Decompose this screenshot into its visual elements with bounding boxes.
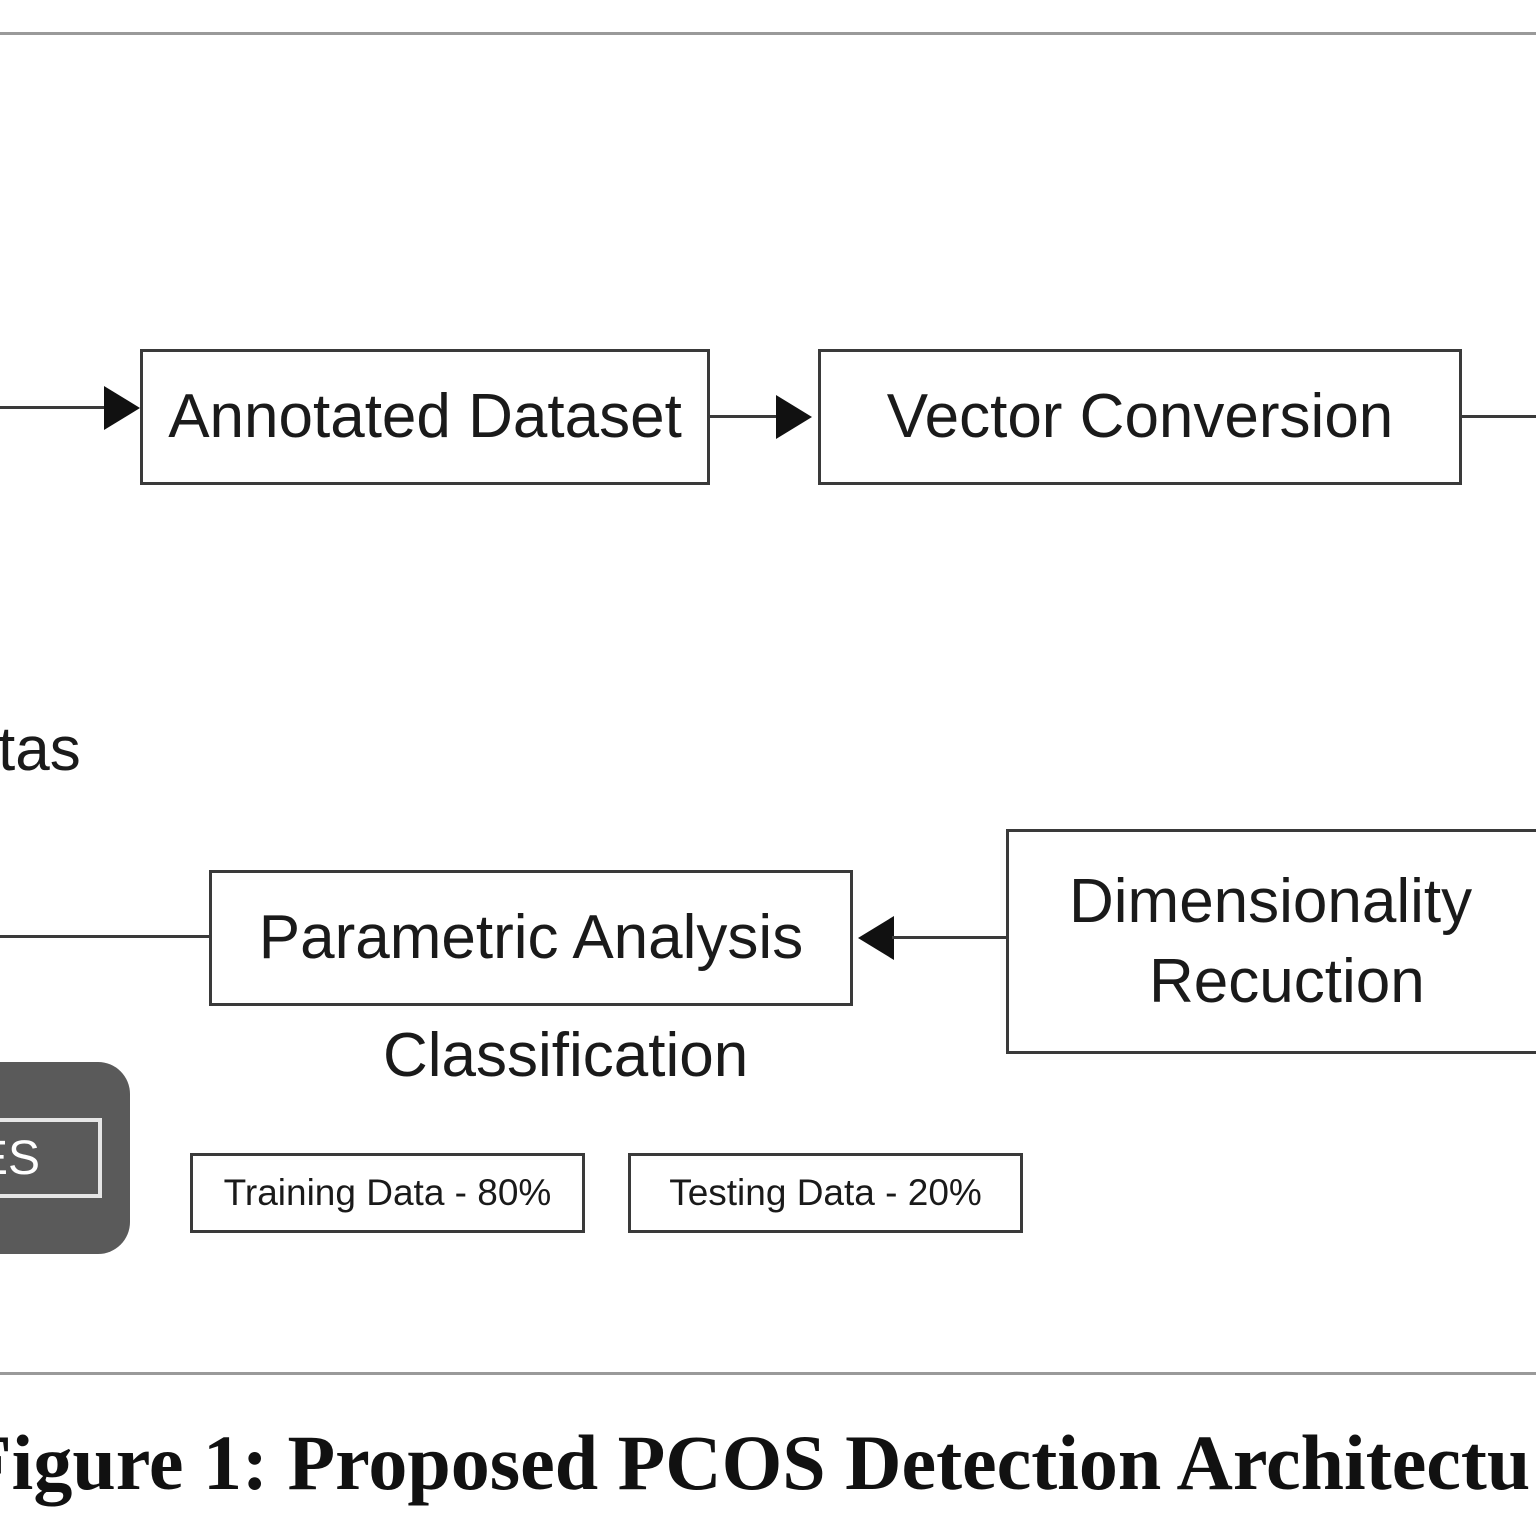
testing-data-label: Testing Data - 20% xyxy=(669,1172,982,1213)
connector-line-out xyxy=(1462,415,1536,418)
top-rule xyxy=(0,32,1536,35)
dark-panel-inner-box: ES xyxy=(0,1118,102,1198)
figure-caption: Figure 1: Proposed PCOS Detection Archit… xyxy=(0,1418,1536,1508)
dimensionality-label-line2: Recuction xyxy=(1149,946,1425,1016)
parametric-analysis-label: Parametric Analysis xyxy=(258,903,804,973)
connector-line-mid xyxy=(710,415,782,418)
testing-data-box: Testing Data - 20% xyxy=(628,1153,1023,1233)
dimensionality-reduction-box: Dimensionality Recuction xyxy=(1006,829,1536,1054)
dark-panel-label: ES xyxy=(0,1131,40,1185)
annotated-dataset-label: Annotated Dataset xyxy=(168,382,682,452)
training-data-box: Training Data - 80% xyxy=(190,1153,585,1233)
classification-label: Classification xyxy=(383,1021,749,1090)
connector-line-right xyxy=(892,936,1008,939)
figure-caption-text: Figure 1: Proposed PCOS Detection Archit… xyxy=(0,1419,1531,1506)
connector-line-left xyxy=(0,935,210,938)
arrow-right-icon xyxy=(104,386,140,430)
dimensionality-label-line1: Dimensionality xyxy=(1069,867,1473,937)
training-data-label: Training Data - 80% xyxy=(223,1172,552,1213)
arrow-right-icon xyxy=(776,395,812,439)
annotated-dataset-box: Annotated Dataset xyxy=(140,349,710,485)
connector-line-in xyxy=(0,406,108,409)
dark-panel xyxy=(0,1062,130,1254)
parametric-analysis-box: Parametric Analysis xyxy=(209,870,853,1006)
vector-conversion-label: Vector Conversion xyxy=(886,382,1394,452)
arrow-left-icon xyxy=(858,916,894,960)
vector-conversion-box: Vector Conversion xyxy=(818,349,1462,485)
partial-label: tas xyxy=(0,715,81,784)
bottom-rule xyxy=(0,1372,1536,1375)
